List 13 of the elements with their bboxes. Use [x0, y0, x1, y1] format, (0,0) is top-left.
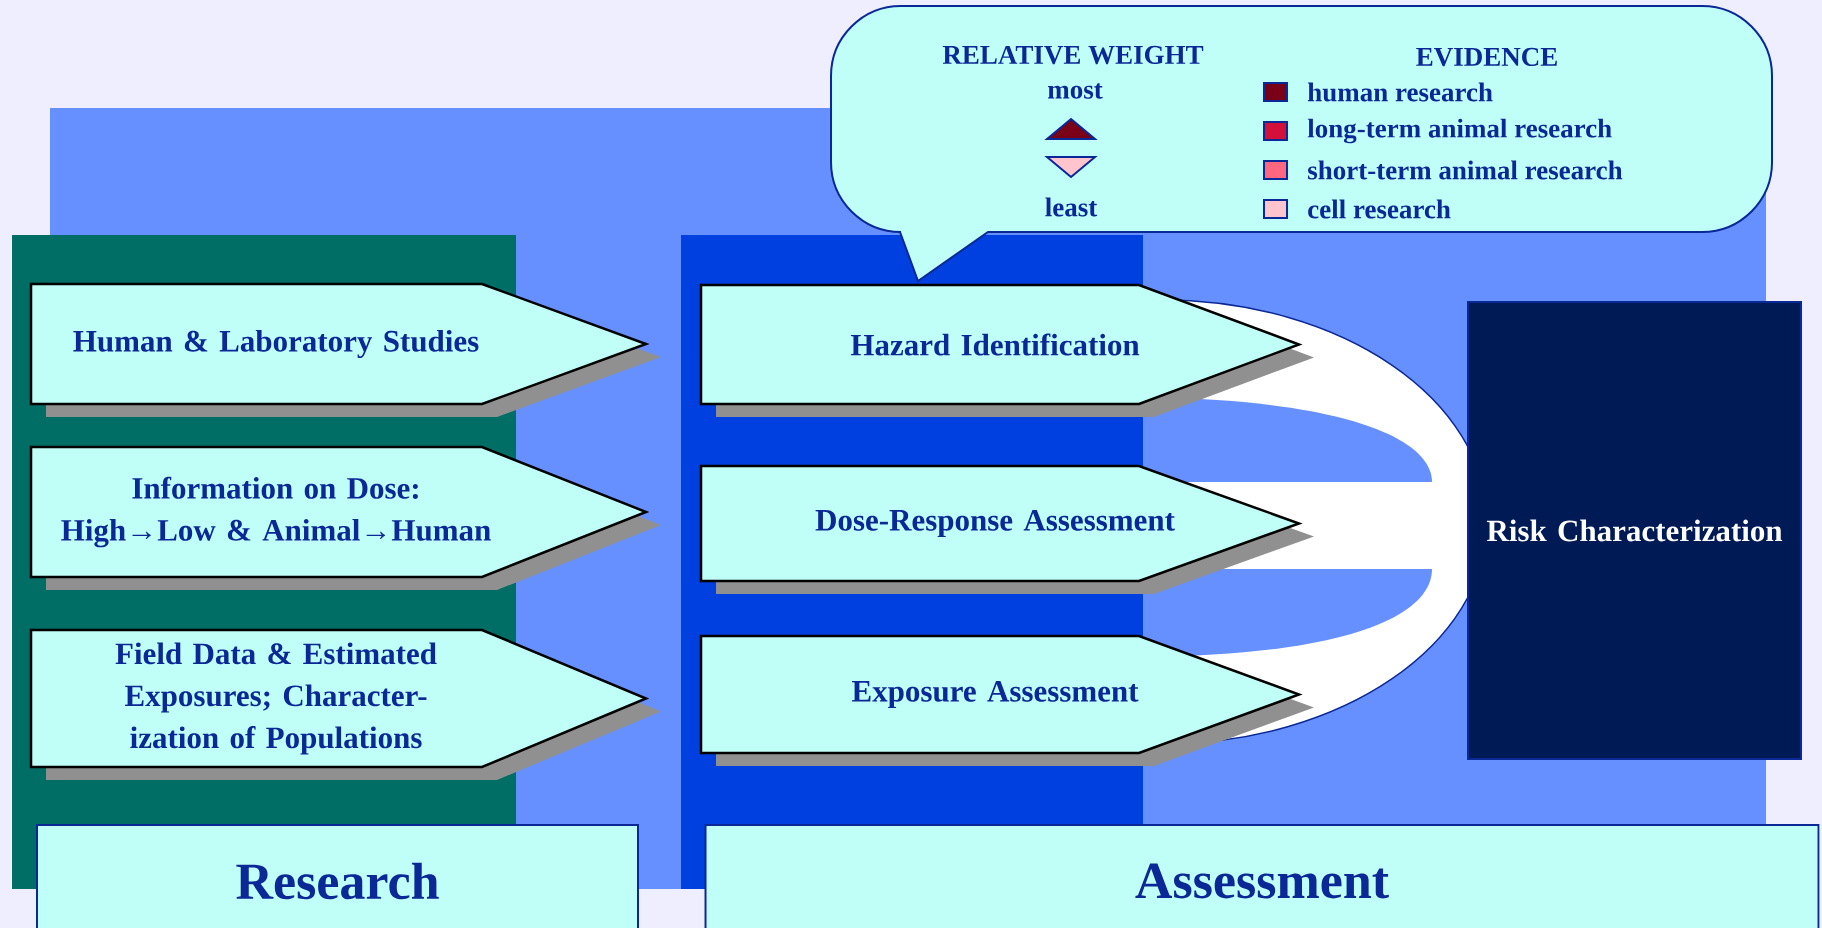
- arrow-box: Information on Dose: High→Low & Animal→Human: [29, 445, 661, 590]
- arrow-box: Human & Laboratory Studies: [29, 282, 661, 417]
- label-box: Research: [36, 824, 639, 928]
- arrow-box: Exposure Assessment: [699, 634, 1314, 766]
- legend-text: cell research: [1308, 199, 1451, 219]
- arrow-box: Dose-Response Assessment: [699, 464, 1314, 594]
- process-box: Risk Characterization: [1467, 301, 1802, 760]
- arrow-box: Field Data & Estimated Exposures; Character-ization of Populations: [29, 628, 661, 780]
- legend-text: short-term animal research: [1308, 160, 1623, 180]
- legend-text: long-term animal research: [1307, 118, 1612, 144]
- label-box: Assessment: [704, 824, 1820, 928]
- legend-text: human research: [1307, 82, 1493, 102]
- arrow-box: Hazard Identification: [699, 283, 1314, 417]
